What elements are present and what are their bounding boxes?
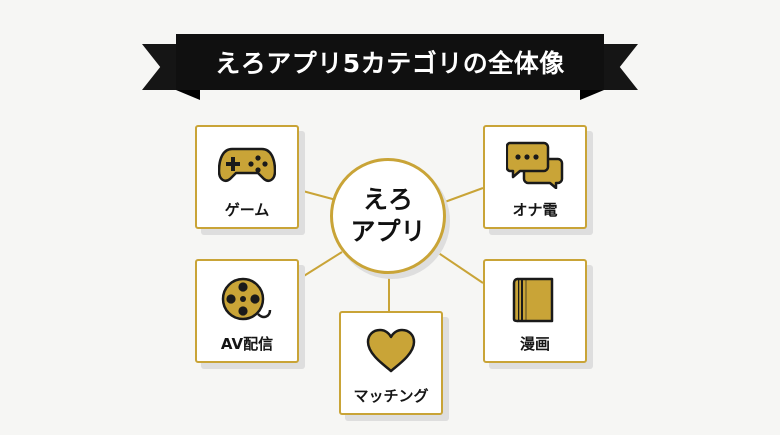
hub-label-line2: アプリ	[350, 217, 426, 246]
category-card-onaden: オナ電	[483, 125, 587, 229]
category-label-av: AV配信	[220, 335, 274, 353]
film-reel-icon	[218, 277, 276, 321]
connector-av	[298, 251, 343, 280]
category-card-manga: 漫画	[483, 259, 587, 363]
category-label-manga: 漫画	[519, 335, 550, 353]
banner-fold-left	[176, 90, 200, 100]
category-card-game: ゲーム	[195, 125, 299, 229]
center-hub: えろ アプリ	[330, 158, 446, 274]
category-label-game: ゲーム	[224, 201, 270, 219]
connector-onana	[441, 187, 484, 204]
category-label-onaden: オナ電	[512, 201, 558, 219]
hub-label-line1: えろ	[362, 185, 413, 214]
banner-fold-right	[580, 90, 604, 100]
category-card-av: AV配信	[195, 259, 299, 363]
title-banner: えろアプリ5カテゴリの全体像	[176, 34, 604, 90]
gamepad-icon	[218, 143, 276, 187]
book-icon	[506, 277, 564, 323]
chat-bubbles-icon	[506, 141, 564, 189]
heart-icon	[362, 328, 420, 373]
category-label-matching: マッチング	[353, 387, 429, 405]
page-title: えろアプリ5カテゴリの全体像	[215, 49, 565, 78]
connector-manga	[436, 251, 484, 284]
category-card-matching: マッチング	[339, 311, 443, 415]
